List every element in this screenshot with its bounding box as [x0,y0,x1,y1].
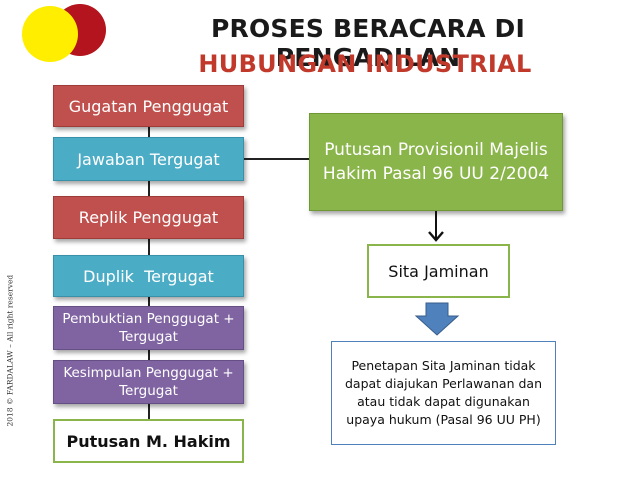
box-putusan-provisionil: Putusan Provisionil Majelis Hakim Pasal … [309,113,563,211]
box-gugatan-penggugat-label: Gugatan Penggugat [68,96,229,116]
box-jawaban-tergugat: Jawaban Tergugat [53,137,244,181]
provisional-connector [244,158,309,160]
box-replik-penggugat-label: Replik Penggugat [78,208,219,227]
box-penetapan-sita-label: Penetapan Sita Jaminan tidak dapat diaju… [344,358,543,427]
box-replik-penggugat: Replik Penggugat [53,196,244,239]
block-arrow-down-icon [414,302,460,336]
page-subtitle: HUBUNGAN INDUSTRIAL [198,50,532,78]
arrow-down-icon [428,211,444,242]
logo-circle-yellow [22,6,78,62]
box-sita-jaminan-label: Sita Jaminan [388,261,489,281]
box-jawaban-tergugat-label: Jawaban Tergugat [77,149,220,169]
box-pembuktian-label: Pembuktian Penggugat + Tergugat [62,311,235,345]
box-kesimpulan: Kesimpulan Penggugat + Tergugat [53,360,244,404]
box-putusan-provisionil-label: Putusan Provisionil Majelis Hakim Pasal … [322,140,550,184]
box-putusan-hakim-label: Putusan M. Hakim [66,431,231,451]
box-gugatan-penggugat: Gugatan Penggugat [53,85,244,127]
box-pembuktian: Pembuktian Penggugat + Tergugat [53,306,244,350]
box-sita-jaminan: Sita Jaminan [367,244,510,298]
box-putusan-hakim: Putusan M. Hakim [53,419,244,463]
box-duplik-tergugat-label: Duplik Tergugat [83,266,214,286]
page-title: PROSES BERACARA DI PENGADILAN [210,14,525,72]
box-kesimpulan-label: Kesimpulan Penggugat + Tergugat [63,365,234,399]
box-duplik-tergugat: Duplik Tergugat [53,255,244,297]
box-penetapan-sita: Penetapan Sita Jaminan tidak dapat diaju… [331,341,556,445]
copyright-text: 2018 © FARDALAW – All right reserved [5,274,15,427]
